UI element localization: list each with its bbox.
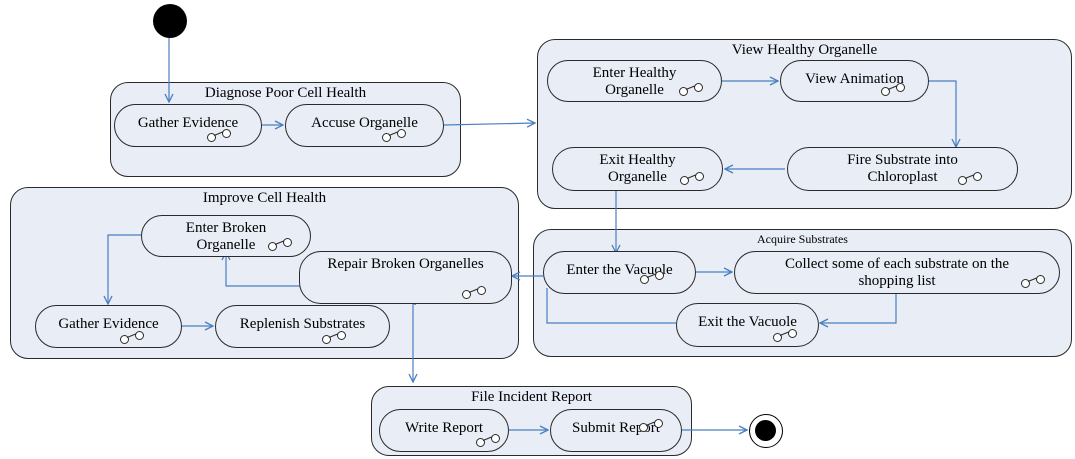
state-label: View Animation (805, 71, 904, 87)
subactivity-icon (773, 329, 799, 343)
subactivity-icon (322, 331, 348, 345)
state-label: Enter Healthy Organelle (592, 65, 677, 98)
state-label: Accuse Organelle (311, 115, 418, 131)
subactivity-icon (680, 172, 706, 186)
state-label: Write Report (404, 420, 484, 436)
state-label: Enter Broken Organelle (185, 220, 267, 253)
state-exit-healthy-organelle: Exit Healthy Organelle (552, 147, 723, 191)
state-label: Gather Evidence (58, 316, 159, 332)
line-exit-vacuole-loop (546, 288, 676, 324)
state-label: Exit the Vacuole (698, 314, 797, 330)
group-title: View Healthy Organelle (731, 42, 878, 58)
state-repair-broken-organelles: Repair Broken Organelles (299, 251, 512, 304)
state-label: Repair Broken Organelles (327, 256, 484, 272)
subactivity-icon (462, 286, 488, 300)
state-enter-the-vacuole: Enter the Vacuole (543, 251, 696, 294)
state-submit-report: Submit Report (550, 409, 682, 452)
subactivity-icon (881, 83, 907, 97)
state-label: Replenish Substrates (239, 316, 366, 332)
state-write-report: Write Report (379, 409, 509, 452)
subactivity-icon (958, 172, 984, 186)
group-title: Diagnose Poor Cell Health (204, 85, 367, 101)
state-label: Collect some of each substrate on the sh… (784, 256, 1010, 289)
state-enter-broken-organelle: Enter Broken Organelle (141, 215, 311, 257)
state-collect-substrate: Collect some of each substrate on the sh… (734, 251, 1060, 294)
state-fire-substrate-into-chloroplast: Fire Substrate into Chloroplast (787, 147, 1018, 191)
state-label: Enter the Vacuole (566, 262, 673, 278)
arrow-enter-broken-to-gather (108, 234, 141, 304)
state-exit-the-vacuole: Exit the Vacuole (676, 303, 819, 347)
subactivity-icon (120, 331, 146, 345)
group-title: Acquire Substrates (757, 232, 848, 246)
subactivity-icon (382, 129, 408, 143)
initial-node (153, 4, 187, 38)
arrow-collect-to-exit-vacuole (820, 294, 897, 323)
final-node (749, 414, 783, 448)
subactivity-icon (268, 238, 294, 252)
subactivity-icon (639, 419, 665, 433)
group-title: Improve Cell Health (202, 190, 327, 206)
state-label: Fire Substrate into Chloroplast (847, 152, 958, 185)
state-view-animation: View Animation (780, 60, 929, 102)
arrow-accuse-to-view-healthy (443, 123, 535, 125)
arrow-view-animation-to-fire (929, 80, 956, 147)
subactivity-icon (207, 129, 233, 143)
subactivity-icon (476, 434, 502, 448)
state-gather-evidence: Gather Evidence (114, 104, 262, 147)
state-replenish-substrates: Replenish Substrates (215, 305, 390, 348)
subactivity-icon (1021, 275, 1047, 289)
state-gather-evidence: Gather Evidence (35, 305, 182, 348)
state-label: Exit Healthy Organelle (599, 152, 676, 185)
final-node-dot (755, 420, 776, 441)
subactivity-icon (640, 271, 666, 285)
subactivity-icon (679, 83, 705, 97)
group-title: File Incident Report (471, 389, 592, 405)
state-accuse-organelle: Accuse Organelle (285, 104, 444, 147)
state-label: Gather Evidence (137, 115, 239, 131)
state-enter-healthy-organelle: Enter Healthy Organelle (547, 60, 722, 102)
